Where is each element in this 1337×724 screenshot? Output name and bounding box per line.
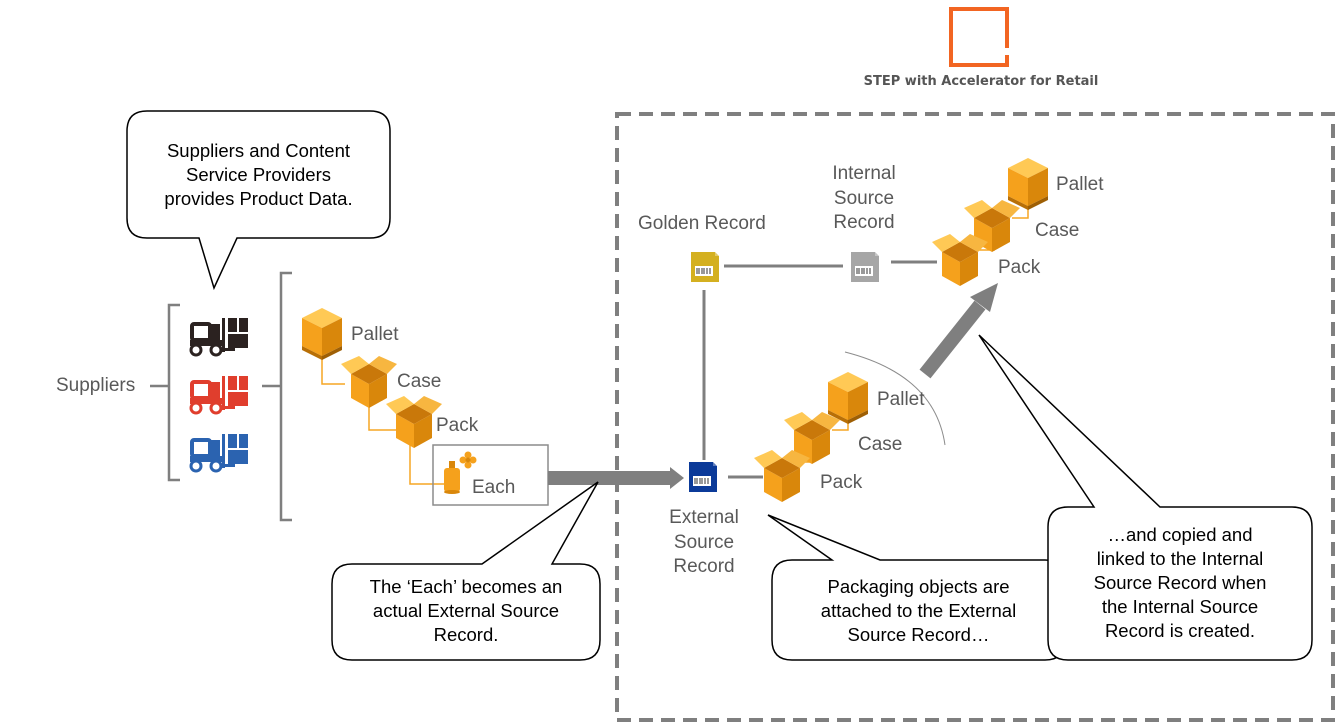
- internal-pack-label: Pack: [998, 257, 1041, 278]
- supplier-forklift-icon: [188, 374, 250, 415]
- internal-pack-icon: [932, 234, 988, 286]
- external-source-record-label: External Source Record: [669, 507, 739, 578]
- copied-callout-bubble: [978, 334, 1313, 661]
- golden-record-icon: [690, 251, 720, 283]
- external-source-record-icon: [688, 461, 718, 493]
- internal-source-record-label: Internal Source Record: [832, 163, 896, 234]
- supplier-each-label: Each: [472, 477, 516, 498]
- brand-logo: [949, 7, 1011, 67]
- external-pallet-icon: [828, 372, 868, 424]
- external-case-label: Case: [858, 434, 903, 455]
- pallet-icon: [302, 308, 342, 360]
- golden-record-label: Golden Record: [638, 213, 766, 234]
- each-callout-bubble: [331, 481, 601, 661]
- each-item-icon: [444, 451, 477, 494]
- each-callout-text: The ‘Each’ becomes an actual External So…: [369, 576, 563, 646]
- external-to-internal-arrow: [919, 283, 998, 379]
- internal-pallet-label: Pallet: [1056, 174, 1104, 195]
- copied-callout-text: …and copied and linked to the Internal S…: [1093, 524, 1267, 642]
- record-links: [702, 260, 937, 479]
- internal-pallet-icon: [1008, 158, 1048, 210]
- suppliers-callout-bubble: [126, 110, 391, 291]
- supplier-pack-label: Pack: [436, 415, 479, 436]
- each-to-external-arrow: [548, 467, 684, 489]
- supplier-forklift-icon: [188, 316, 250, 357]
- suppliers-bracket: [150, 271, 292, 522]
- external-pallet-label: Pallet: [877, 389, 925, 410]
- supplier-case-label: Case: [397, 371, 442, 392]
- packaging-scope-arc: [844, 351, 946, 446]
- external-pack-label: Pack: [820, 472, 863, 493]
- supplier-forklift-icon: [188, 432, 250, 473]
- step-boundary: [615, 112, 1335, 722]
- pack-icon: [386, 396, 442, 448]
- supplier-pallet-label: Pallet: [351, 324, 399, 345]
- suppliers-label: Suppliers: [56, 375, 136, 396]
- case-icon: [341, 356, 397, 408]
- brand-caption: STEP with Accelerator for Retail: [863, 74, 1099, 89]
- internal-case-label: Case: [1035, 220, 1080, 241]
- suppliers-callout-text: Suppliers and Content Service Providers …: [164, 140, 353, 210]
- packaging-callout-text: Packaging objects are attached to the Ex…: [820, 576, 1017, 646]
- internal-source-record-icon: [850, 251, 880, 283]
